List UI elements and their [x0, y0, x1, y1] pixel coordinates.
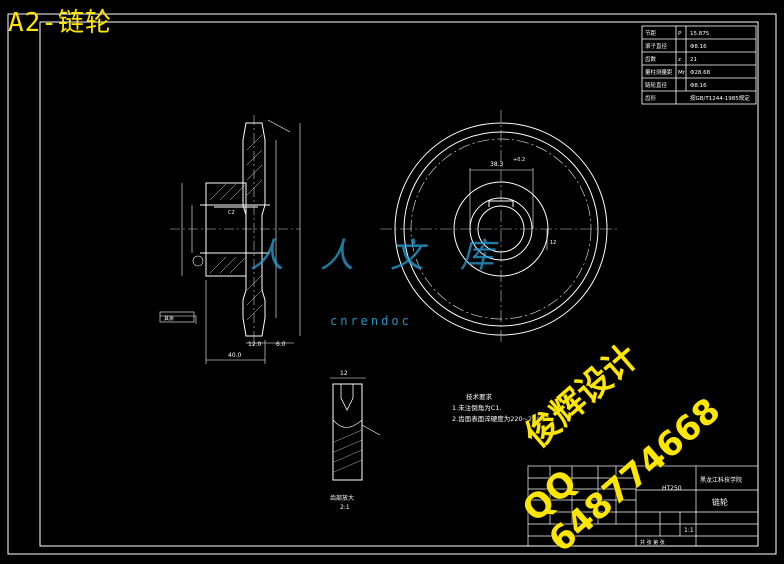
- side-view: [380, 110, 620, 345]
- dim-rim: 6.0: [276, 341, 286, 348]
- title-scale: 1:1: [684, 527, 694, 534]
- param-name: 节距: [645, 29, 657, 37]
- tooth-detail-hatch: [333, 429, 363, 473]
- section-dim-text: 40.0 12.0 6.0 C2 其余: [164, 210, 286, 359]
- tooth-detail-view: [330, 377, 381, 481]
- param-value: Φ8.16: [690, 44, 707, 50]
- parameter-table-text: 节距 P 15.875 滚子直径 Φ8.16 齿数 z 21 量柱测量距 Mr Φ28.68 链轮直径…: [645, 29, 750, 102]
- param-value: 15.875: [690, 31, 710, 37]
- roughness-label: 其余: [164, 315, 174, 322]
- section-view: [170, 115, 300, 345]
- title-org: 黑龙江科技学院: [700, 476, 742, 484]
- dim-key-small: 12: [550, 240, 556, 246]
- dim-keyway-tol: +0.2: [513, 157, 525, 163]
- dim-keyway: 38.3: [490, 161, 504, 168]
- title-part: 链轮: [712, 497, 728, 507]
- section-hatch: [209, 134, 263, 321]
- watermark-url: cnrendoc: [330, 314, 412, 328]
- title-material: HT250: [662, 485, 682, 492]
- param-symbol: P: [678, 31, 682, 37]
- watermark-logo: 人人文库: [250, 236, 530, 276]
- detail-scale: 2:1: [340, 504, 350, 511]
- title-block: [527, 465, 759, 547]
- param-name: 齿形: [645, 94, 657, 102]
- param-name: 链轮直径: [645, 81, 668, 89]
- param-name: 齿数: [645, 55, 657, 63]
- param-symbol: z: [678, 57, 681, 63]
- technical-notes: 技术要求 1.未注倒角为C1. 2.齿面表面淬硬度为220~240HB.: [452, 392, 552, 425]
- note-item-2: 2.齿面表面淬硬度为220~240HB.: [452, 415, 552, 423]
- title-sheet: 共 张 第 张: [640, 539, 665, 546]
- param-value: 21: [690, 57, 697, 63]
- dim-chamfer: C2: [228, 210, 235, 216]
- outer-frame: [7, 13, 777, 555]
- param-name: 量柱测量距: [645, 68, 673, 76]
- dim-width: 40.0: [228, 352, 242, 359]
- section-dimensions: [159, 119, 301, 364]
- param-value: 按GB/T1244-1985规定: [690, 94, 750, 102]
- param-value: Φ28.68: [690, 70, 711, 76]
- note-item-1: 1.未注倒角为C1.: [452, 404, 502, 412]
- side-view-dims: 38.3 +0.2 12: [490, 157, 556, 246]
- drawing-title: A2-链轮: [8, 8, 112, 38]
- parameter-table: [641, 25, 757, 105]
- inner-frame: [39, 21, 759, 547]
- param-name: 滚子直径: [645, 42, 668, 50]
- param-symbol: Mr: [678, 70, 686, 76]
- detail-label: 齿部放大: [330, 494, 354, 502]
- dim-detail-width: 12: [340, 370, 348, 377]
- dim-hub: 12.0: [248, 341, 262, 348]
- param-value: Φ8.16: [690, 83, 707, 89]
- notes-heading: 技术要求: [466, 393, 492, 401]
